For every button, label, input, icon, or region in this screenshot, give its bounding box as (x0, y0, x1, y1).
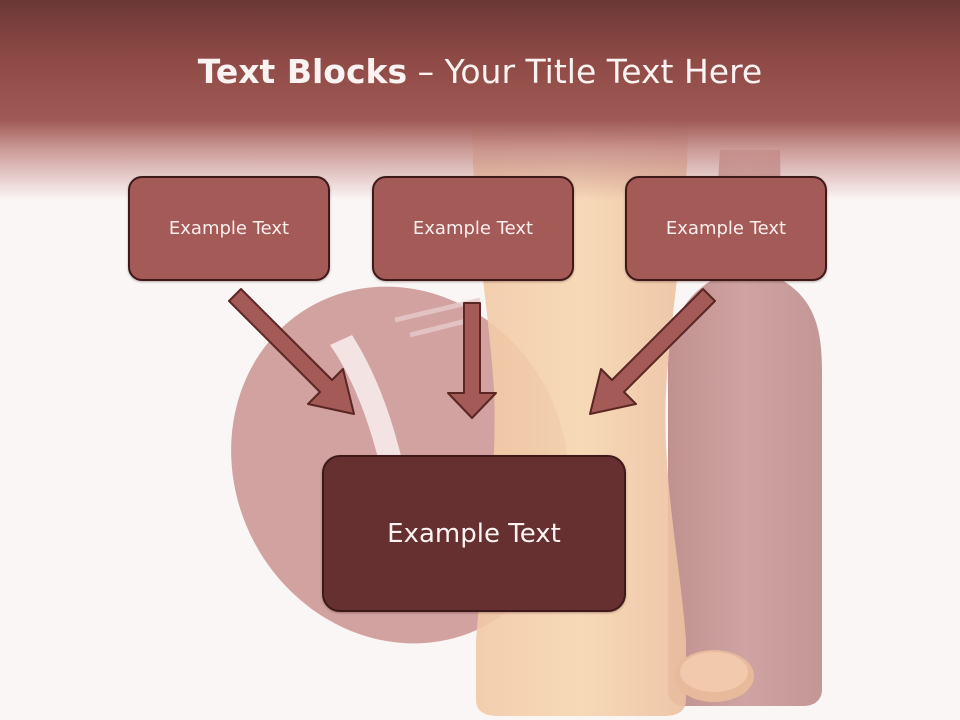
text-block-3[interactable]: Example Text (625, 176, 827, 281)
arrow-center (447, 302, 497, 419)
main-text-block-label: Example Text (387, 518, 561, 549)
title-band (0, 0, 960, 200)
slide-title-rest: – Your Title Text Here (407, 52, 763, 91)
text-block-2-label: Example Text (412, 218, 534, 239)
slide-title-bold: Text Blocks (197, 52, 408, 91)
slide-title: Text Blocks – Your Title Text Here (0, 52, 960, 91)
main-text-block[interactable]: Example Text (322, 455, 626, 612)
text-block-1-label: Example Text (168, 218, 290, 239)
beer-bottle-icon (668, 150, 822, 706)
text-block-3-label: Example Text (665, 218, 787, 239)
arrow-right (589, 288, 716, 415)
arrow-left (228, 288, 355, 415)
text-block-2[interactable]: Example Text (372, 176, 574, 281)
text-block-1[interactable]: Example Text (128, 176, 330, 281)
bottle-cap-icon (674, 650, 754, 702)
